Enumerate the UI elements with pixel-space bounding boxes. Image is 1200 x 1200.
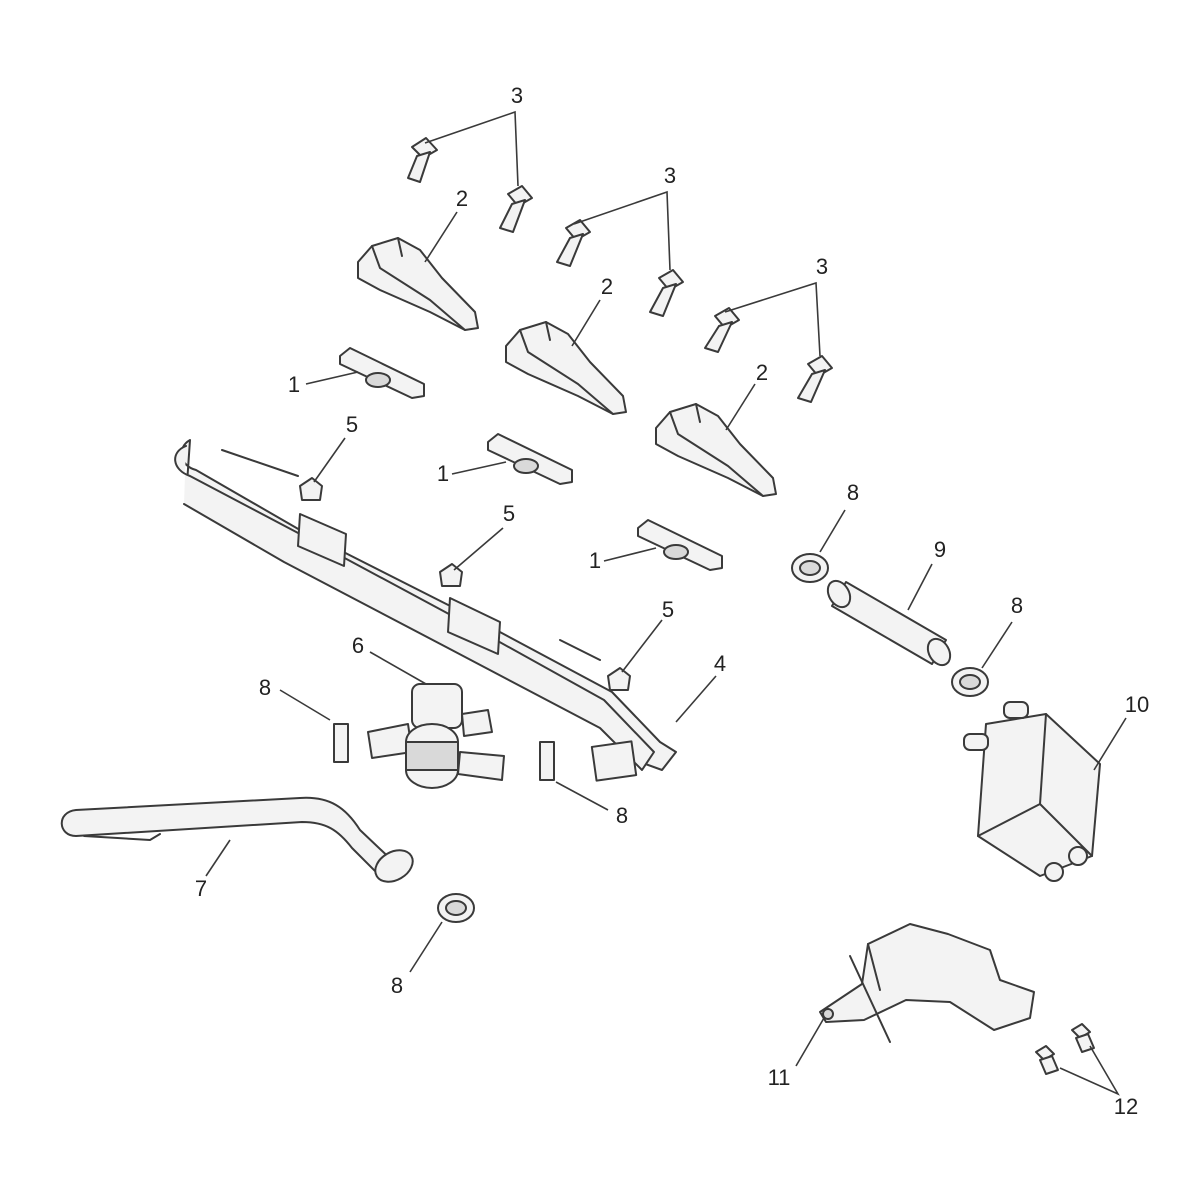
callout-3: 3: [816, 254, 828, 279]
gasket-1-1: [339, 347, 425, 399]
bolt-3-1: [407, 137, 438, 183]
callout-8: 8: [616, 803, 628, 828]
callout-5: 5: [662, 597, 674, 622]
callout-11: 11: [768, 1065, 791, 1090]
clip-5-3: [607, 667, 631, 691]
bolt-3-2: [499, 185, 533, 233]
bolt-3-4: [649, 269, 684, 317]
leader-lines: [205, 110, 1127, 1096]
connector-hose-9: [826, 579, 952, 667]
callout-8: 8: [259, 675, 271, 700]
callout-9: 9: [934, 537, 946, 562]
callout-4: 4: [714, 651, 726, 676]
callout-1: 1: [437, 461, 449, 486]
callout-2: 2: [456, 186, 468, 211]
bracket-11: [819, 923, 1035, 1043]
callout-1: 1: [589, 548, 601, 573]
gasket-1-3: [637, 519, 723, 571]
hose-7: [60, 796, 414, 883]
pipe-assembly-4: [174, 439, 677, 782]
callout-5: 5: [346, 412, 358, 437]
callout-3: 3: [511, 83, 523, 108]
hose-clip-8-3: [437, 893, 475, 923]
canister-10: [963, 701, 1101, 882]
callout-2: 2: [756, 360, 768, 385]
hose-clip-8-5: [951, 667, 989, 697]
bolt-3-3: [556, 219, 591, 267]
hose-clip-8-4: [791, 553, 829, 583]
bolt-3-6: [797, 355, 833, 403]
callout-7: 7: [195, 876, 207, 901]
screw-12-2: [1035, 1045, 1059, 1075]
screw-12-1: [1071, 1023, 1095, 1053]
valve-6: [367, 683, 505, 789]
clip-5-2: [439, 563, 463, 587]
bolt-3-5: [704, 307, 740, 353]
callout-3: 3: [664, 163, 676, 188]
callout-8: 8: [847, 480, 859, 505]
cover-2-3: [655, 403, 777, 497]
callout-10: 10: [1125, 692, 1149, 717]
callout-labels: 3 3 3 2 2 2 1 1 1 5 5 5 4 6 7 8 8 8 8 8 …: [195, 83, 1149, 1119]
hose-clip-8-1: [333, 723, 349, 763]
callout-8: 8: [1011, 593, 1023, 618]
callout-2: 2: [601, 274, 613, 299]
cover-2-2: [505, 321, 627, 415]
hose-clip-8-2: [539, 741, 555, 781]
callout-8: 8: [391, 973, 403, 998]
callout-5: 5: [503, 501, 515, 526]
callout-1: 1: [288, 372, 300, 397]
gasket-1-2: [487, 433, 573, 485]
callout-12: 12: [1114, 1094, 1138, 1119]
callout-6: 6: [352, 633, 364, 658]
clip-5-1: [299, 477, 323, 501]
cover-2-1: [357, 237, 479, 331]
